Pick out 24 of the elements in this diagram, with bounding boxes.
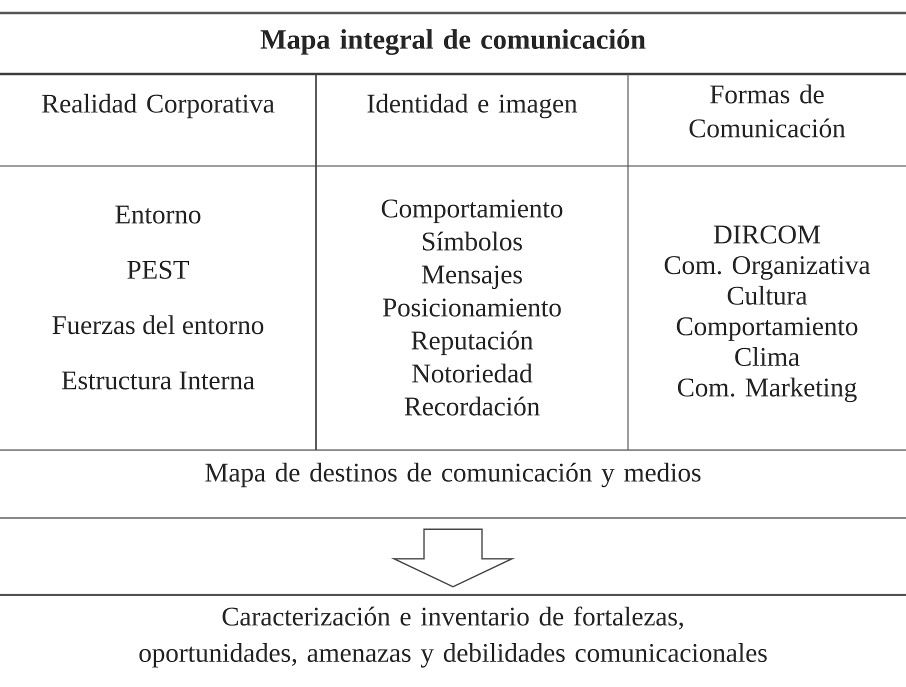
list-item: Símbolos (422, 232, 522, 251)
list-item: PEST (127, 260, 189, 279)
table-title: Mapa integral de comunicación (260, 29, 646, 55)
list-item: DIRCOM (714, 226, 820, 244)
list-item: Reputación (411, 330, 533, 356)
list-item: Comportamiento (382, 200, 562, 224)
list-item: Estructura Interna (62, 372, 255, 390)
list-item: Com. Marketing (678, 378, 857, 402)
column-header: Formas de Comunicación (690, 84, 846, 138)
list-item: Entorno (115, 206, 200, 224)
list-item: Posicionamiento (382, 298, 561, 317)
list-item: Comportamiento (676, 317, 858, 341)
list-item: Com. Organizativa (664, 256, 870, 280)
column-header: Identidad e imagen (367, 94, 578, 118)
list-item: Recordación (404, 396, 540, 416)
list-item: Cultura (728, 286, 808, 305)
column-header: Realidad Corporativa (42, 94, 274, 118)
block-arrow (390, 528, 516, 588)
list-item: Mensajes (422, 266, 522, 290)
list-item: Clima (735, 347, 800, 366)
table-row-text: Mapa de destinos de comunicación y medios (205, 462, 701, 488)
list-item: Fuerzas del entorno (52, 315, 264, 334)
conclusion-text: Caracterización e inventario de fortalezas, oportunidades, amenazas y debilidades comunicacionales (139, 606, 767, 668)
list-item: Notoriedad (412, 364, 532, 383)
